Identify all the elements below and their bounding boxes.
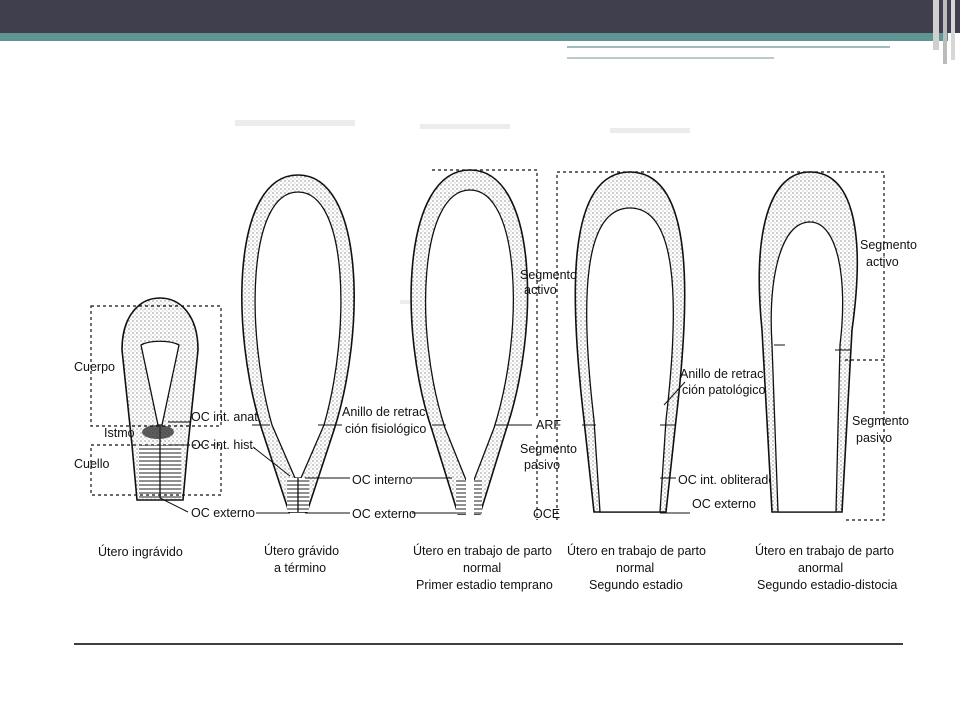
caption-3-line2: normal [463,561,501,575]
slide-thin-line-2 [567,57,774,59]
caption-4-line1: Útero en trabajo de parto [567,543,706,558]
caption-4-line3: Segundo estadio [589,578,683,592]
label-segmento-activo-1a: Segmento [520,268,577,282]
slide-header-bar [0,0,960,33]
slide-corner-bar-3 [951,0,955,60]
caption-2-line2: a término [274,561,326,575]
isthmus-marker [142,425,174,439]
caption-1-line1: Útero ingrávido [98,544,183,559]
uterus-term-inner [254,191,342,479]
uterus-nongravid [121,297,199,501]
caption-5-line2: anormal [798,561,843,575]
caption-5-line1: Útero en trabajo de parto [755,543,894,558]
caption-5-line3: Segundo estadio-distocia [757,578,897,592]
label-segmento-pasivo-2a: Segmento [852,414,909,428]
label-segmento-pasivo-2b: pasivo [856,431,892,445]
caption-2-line1: Útero grávido [264,543,339,558]
slide-corner-bar [933,0,939,50]
label-segmento-activo-2a: Segmento [860,238,917,252]
label-oc-int-anat: OC int. anat. [191,410,261,424]
label-anillo-patologico-1: Anillo de retrac- [680,367,768,381]
label-oc-int-obliterado: OC int. obliterado [678,473,775,487]
label-oc-externo-1: OC externo [191,506,255,520]
label-anillo-patologico-2: ción patológico [682,383,765,397]
label-segmento-activo-2b: activo [866,255,899,269]
label-oc-int-hist: OC int. hist. [191,438,256,452]
label-segmento-pasivo-1b: pasivo [524,458,560,472]
uterus-nongravid-cavity [140,340,180,426]
uterus-second-stage-inner [586,207,674,513]
uterus-first-stage [410,169,529,516]
label-oc-externo-2: OC externo [352,507,416,521]
fig4-dashed-regions [556,171,885,520]
label-segmento-activo-1b: activo [524,283,557,297]
caption-4-line2: normal [616,561,654,575]
uterus-dystocia-inner [770,221,844,513]
label-cuello: Cuello [74,457,109,471]
caption-3-line3: Primer estadio temprano [416,578,553,592]
label-oc-interno: OC interno [352,473,412,487]
label-anillo-fisiologico-2: ción fisiológico [345,422,426,436]
slide-thin-line [567,46,890,48]
label-oce: OCE [533,507,560,521]
slide-accent-line [0,33,948,41]
slide-corner-bar-2 [943,0,947,64]
uterus-dystocia [758,171,859,513]
label-istmo: Istmo [104,426,135,440]
uterus-first-stage-inner [424,189,514,481]
fig3-dashed-regions [432,169,538,520]
label-arf: ARF [536,418,561,432]
label-cuerpo: Cuerpo [74,360,115,374]
label-oc-externo-3: OC externo [692,497,756,511]
uterus-second-stage [574,171,686,513]
label-segmento-pasivo-1a: Segmento [520,442,577,456]
fig1-dashed-regions [90,305,222,496]
fig5-dashed-regions [845,359,885,521]
caption-3-line1: Útero en trabajo de parto [413,543,552,558]
label-anillo-fisiologico-1: Anillo de retrac- [342,405,430,419]
uterus-term [241,174,355,513]
